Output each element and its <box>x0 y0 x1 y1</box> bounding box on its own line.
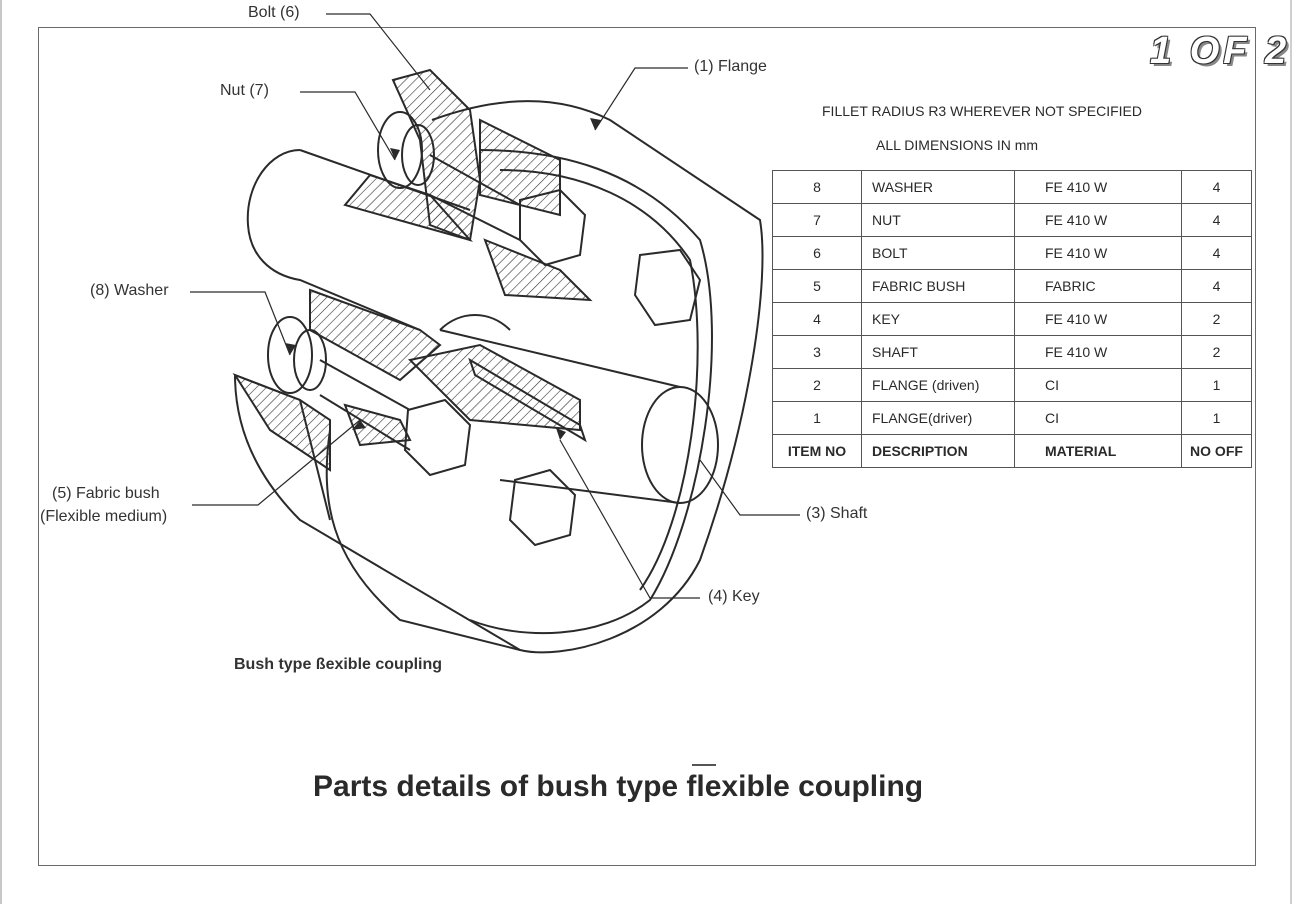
quantity-cell: 4 <box>1181 236 1252 270</box>
item-no-cell: 7 <box>772 203 862 237</box>
material-cell: CI <box>1014 401 1182 435</box>
drawing-caption: Bush type ßexible coupling <box>234 656 443 673</box>
section-hatching <box>232 68 593 472</box>
description-cell: WASHER <box>861 170 1015 204</box>
description-cell: FABRIC BUSH <box>861 269 1015 303</box>
item-no-cell: 1 <box>772 401 862 435</box>
page-title: Parts details of bush type flexible coup… <box>313 770 924 803</box>
bolt-shanks <box>319 154 521 451</box>
units-note: ALL DIMENSIONS IN mm <box>876 137 1039 153</box>
quantity-cell: 4 <box>1181 203 1252 237</box>
label-flange: (1) Flange <box>694 58 767 75</box>
quantity-cell: 2 <box>1181 335 1252 369</box>
material-cell: CI <box>1014 368 1182 402</box>
page-edge-right <box>1290 0 1292 904</box>
material-cell: FE 410 W <box>1014 335 1182 369</box>
label-key: (4) Key <box>708 588 760 605</box>
material-cell: FE 410 W <box>1014 203 1182 237</box>
key-part <box>468 357 587 443</box>
description-cell: BOLT <box>861 236 1015 270</box>
dash-mark <box>692 764 716 766</box>
quantity-cell: 4 <box>1181 170 1252 204</box>
material-cell: FE 410 W <box>1014 302 1182 336</box>
description-cell: FLANGE(driver) <box>861 401 1015 435</box>
description-cell: SHAFT <box>861 335 1015 369</box>
leader-lines <box>190 13 800 599</box>
item-no-cell: 5 <box>772 269 862 303</box>
material-cell: FE 410 W <box>1014 236 1182 270</box>
material-cell: FABRIC <box>1014 269 1182 303</box>
item-no-cell: 2 <box>772 368 862 402</box>
nut-top <box>377 111 435 189</box>
quantity-cell: 1 <box>1181 368 1252 402</box>
quantity-cell: 2 <box>1181 302 1252 336</box>
nut-bottom <box>267 316 327 394</box>
description-cell: DESCRIPTION <box>861 434 1015 468</box>
item-no-cell: ITEM NO <box>772 434 862 468</box>
quantity-cell: 1 <box>1181 401 1252 435</box>
description-cell: KEY <box>861 302 1015 336</box>
item-no-cell: 6 <box>772 236 862 270</box>
page-edge-left <box>0 0 2 904</box>
fillet-note: FILLET RADIUS R3 WHEREVER NOT SPECIFIED <box>822 103 1142 119</box>
material-cell: MATERIAL <box>1014 434 1182 468</box>
label-shaft: (3) Shaft <box>806 505 868 522</box>
page-indicator: 1 OF 2 <box>1150 30 1291 72</box>
quantity-cell: 4 <box>1181 269 1252 303</box>
item-no-cell: 4 <box>772 302 862 336</box>
quantity-cell: NO OFF <box>1181 434 1252 468</box>
item-no-cell: 8 <box>772 170 862 204</box>
label-washer: (8) Washer <box>90 282 169 299</box>
description-cell: FLANGE (driven) <box>861 368 1015 402</box>
label-flexible-medium: (Flexible medium) <box>40 508 168 525</box>
arrowheads <box>285 118 601 440</box>
label-bolt: Bolt (6) <box>248 4 300 21</box>
label-nut: Nut (7) <box>220 82 269 99</box>
label-fabric-bush: (5) Fabric bush <box>52 485 160 502</box>
description-cell: NUT <box>861 203 1015 237</box>
item-no-cell: 3 <box>772 335 862 369</box>
drawing-frame <box>38 27 1256 866</box>
material-cell: FE 410 W <box>1014 170 1182 204</box>
